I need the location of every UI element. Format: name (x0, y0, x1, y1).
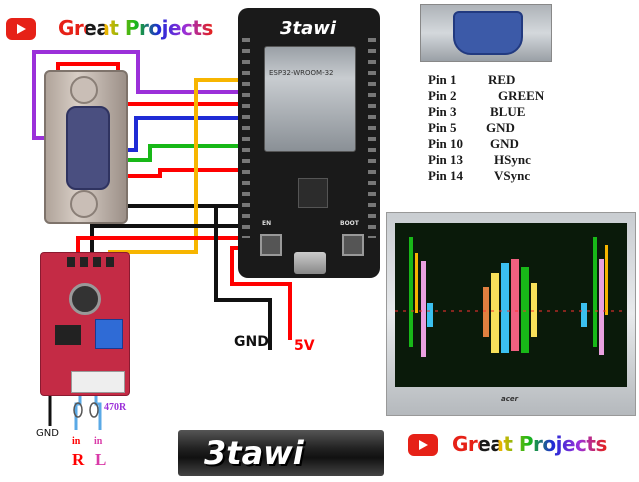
right-pin-header (368, 38, 376, 238)
module-ic (55, 325, 81, 345)
pin-label: Pin 3 (428, 104, 457, 119)
esp32-board: 3tawi ESP32-WROOM-32 EN BOOT (238, 8, 380, 278)
microphone (69, 283, 101, 315)
pin-signal: VSync (494, 168, 531, 183)
logo-text: 3tawi (204, 434, 304, 472)
channel-name-top: Great Projects (58, 16, 213, 40)
vga-screw-top (70, 76, 98, 104)
module-gnd-label: GND (36, 428, 59, 439)
pin-signal: HSync (494, 152, 531, 167)
sound-module (40, 252, 130, 396)
monitor: acer (386, 212, 636, 416)
logo-banner: 3tawi (178, 430, 384, 476)
pin-signal: RED (488, 72, 516, 87)
pin-label: Pin 14 (428, 168, 464, 183)
screen-pattern (395, 237, 627, 357)
pin-signal: BLUE (490, 104, 526, 119)
en-button (260, 234, 282, 256)
input-l-top: in (94, 436, 103, 447)
resistor-470r (73, 402, 83, 418)
terminal-block (71, 371, 125, 393)
pin-signal: GND (490, 136, 519, 151)
esp32-module: ESP32-WROOM-32 (264, 46, 356, 152)
en-label: EN (262, 220, 272, 227)
v5-power-label: 5V (294, 338, 315, 354)
vga-port-photo (420, 4, 552, 62)
youtube-play-icon (6, 18, 36, 40)
pin-label: Pin 1 (428, 72, 457, 87)
vga-shell (66, 106, 110, 190)
pin-label: Pin 13 (428, 152, 464, 167)
potentiometer (95, 319, 123, 349)
board-brand: 3tawi (280, 18, 337, 39)
usb-port (294, 252, 326, 274)
vga-port-shell (453, 11, 523, 55)
boot-button (342, 234, 364, 256)
gnd-power-label: GND (234, 334, 269, 350)
wire-black-module (90, 224, 240, 262)
module-text: ESP32-WROOM-32 (269, 69, 334, 77)
chip-small (298, 178, 328, 208)
input-r-bottom: R (72, 450, 85, 469)
pin-signal: GREEN (498, 88, 545, 103)
vga-connector-large (44, 70, 128, 224)
pin-signal: GND (486, 120, 515, 135)
input-r-top: in (72, 436, 81, 447)
input-l-bottom: L (95, 450, 107, 469)
wire-module-in-l (94, 392, 102, 430)
wire-5v-out (230, 246, 292, 340)
channel-name-bottom: Great Projects (452, 432, 607, 456)
resistor-label: 470R (104, 402, 127, 413)
boot-label: BOOT (340, 220, 359, 227)
monitor-brand: acer (501, 395, 519, 403)
wire-module-in-r (74, 392, 82, 430)
pin-label: Pin 5 (428, 120, 457, 135)
youtube-logo-bottom (408, 434, 448, 456)
resistor-470r-2 (89, 402, 99, 418)
pin-label: Pin 2 (428, 88, 457, 103)
channel-name-text: Great Projects (452, 432, 607, 456)
channel-name-text: Great Projects (58, 16, 213, 40)
left-pin-header (242, 38, 250, 238)
module-pin-header (67, 257, 117, 267)
youtube-play-icon (408, 434, 438, 456)
monitor-screen (395, 223, 627, 387)
vga-screw-bottom (70, 190, 98, 218)
wire-purple (32, 50, 240, 140)
wire-gnd-out (214, 204, 272, 350)
youtube-logo-top (6, 18, 50, 40)
pin-label: Pin 10 (428, 136, 464, 151)
wire-red-lower (104, 168, 240, 178)
